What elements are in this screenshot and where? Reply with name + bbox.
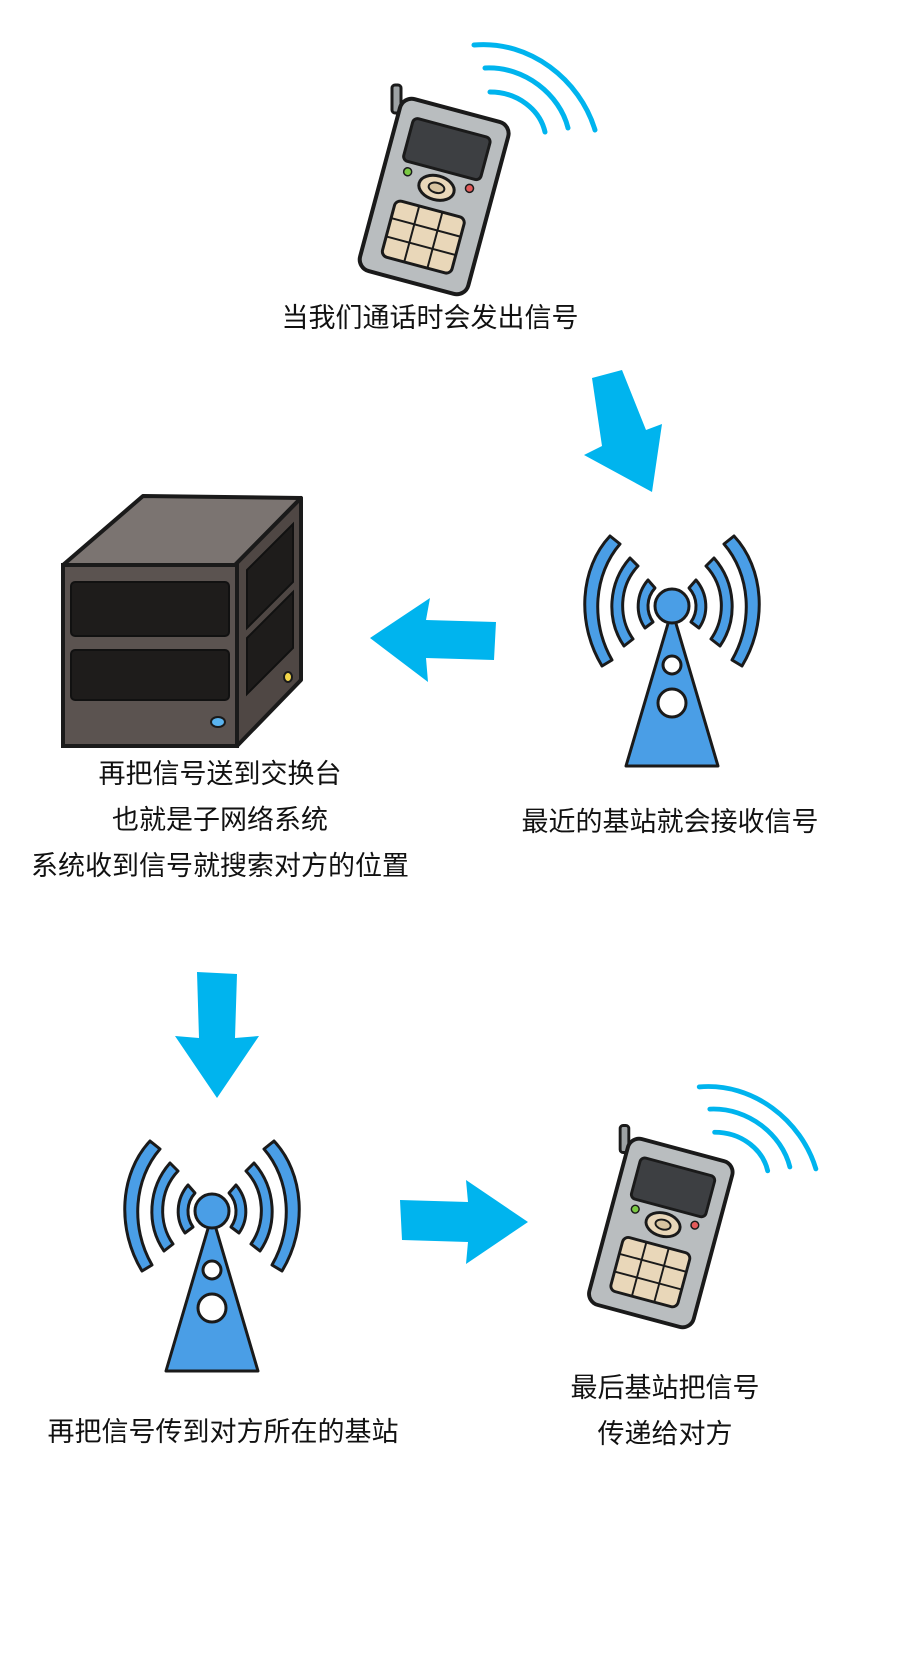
- step3-caption: 再把信号送到交换台 也就是子网络系统 系统收到信号就搜索对方的位置: [31, 759, 409, 882]
- arrow-to-far-tower-icon: [175, 972, 259, 1098]
- nearest-tower-icon: [583, 534, 761, 768]
- step1-caption: 当我们通话时会发出信号: [281, 303, 579, 334]
- caller-phone-icon: [357, 42, 598, 297]
- receiver-phone-icon: [587, 1084, 819, 1330]
- arrow-to-tower-icon: [584, 370, 662, 492]
- switch-server-icon: [61, 494, 303, 748]
- step5-caption: 最后基站把信号 传递给对方: [570, 1373, 760, 1450]
- caller-waves-icon: [471, 42, 598, 135]
- step2-caption: 最近的基站就会接收信号: [521, 807, 819, 838]
- receiver-waves-icon: [696, 1084, 819, 1174]
- far-tower-icon: [123, 1139, 301, 1373]
- arrow-to-server-icon: [370, 598, 496, 682]
- arrow-to-receiver-icon: [400, 1180, 528, 1264]
- step4-caption: 再把信号传到对方所在的基站: [47, 1417, 399, 1448]
